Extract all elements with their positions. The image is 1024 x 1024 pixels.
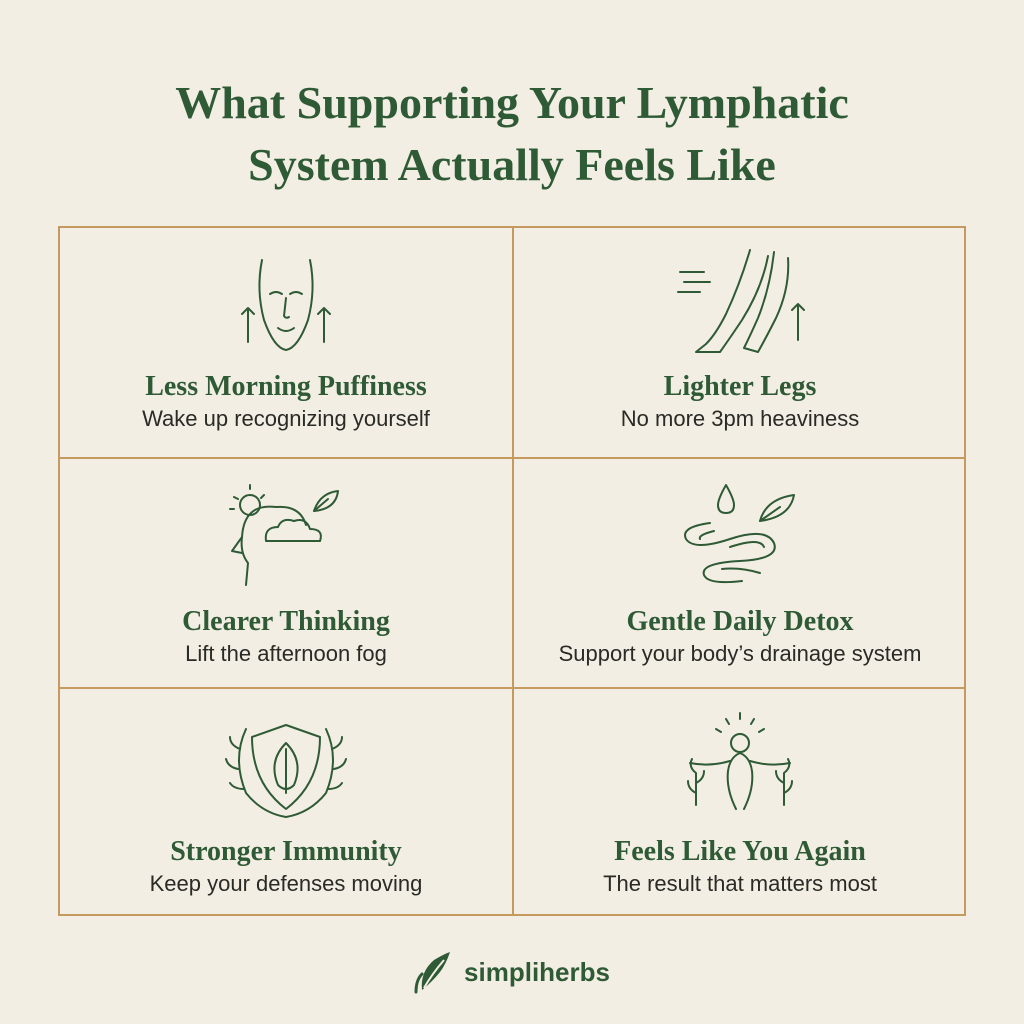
legs-icon — [677, 249, 805, 353]
benefit-subtitle: Lift the afternoon fog — [185, 641, 387, 666]
benefit-title: Less Morning Puffiness — [145, 371, 427, 402]
benefit-title: Stronger Immunity — [170, 836, 402, 867]
brand-footer: simpliherbs — [0, 944, 1024, 1000]
grid-divider-vertical — [512, 228, 514, 914]
grid-divider-horizontal — [60, 457, 964, 459]
flow-drop-icon — [684, 484, 795, 584]
benefit-subtitle: Support your body’s drainage system — [558, 641, 922, 666]
title-line-1: What Supporting Your Lymphatic — [175, 77, 849, 128]
benefits-grid: Less Morning Puffiness Wake up recognizi… — [58, 226, 966, 916]
benefit-card-again: Feels Like You Again The result that mat… — [514, 689, 966, 916]
grid-divider-horizontal — [60, 687, 964, 689]
benefit-card-thinking: Clearer Thinking Lift the afternoon fog — [60, 459, 512, 687]
benefit-subtitle: Wake up recognizing yourself — [142, 406, 430, 431]
benefit-title: Feels Like You Again — [614, 836, 866, 867]
benefit-title: Gentle Daily Detox — [626, 606, 854, 637]
benefit-card-detox: Gentle Daily Detox Support your body’s d… — [514, 459, 966, 687]
brand-name: simpliherbs — [464, 956, 610, 987]
benefit-subtitle: The result that matters most — [603, 871, 877, 896]
page-title: What Supporting Your Lymphatic System Ac… — [0, 72, 1024, 196]
benefit-title: Lighter Legs — [663, 371, 817, 402]
radiant-figure-icon — [687, 712, 793, 810]
benefit-title: Clearer Thinking — [182, 606, 390, 637]
benefit-subtitle: Keep your defenses moving — [149, 871, 423, 896]
benefit-card-puffiness: Less Morning Puffiness Wake up recognizi… — [60, 228, 512, 457]
benefit-card-immunity: Stronger Immunity Keep your defenses mov… — [60, 689, 512, 916]
face-lift-icon — [241, 259, 331, 351]
benefit-subtitle: No more 3pm heaviness — [620, 406, 860, 431]
title-line-2: System Actually Feels Like — [248, 139, 776, 190]
leaf-logo-icon — [414, 952, 451, 994]
benefit-card-legs: Lighter Legs No more 3pm heaviness — [514, 228, 966, 457]
shield-leaf-icon — [225, 724, 347, 818]
clear-mind-icon — [229, 484, 339, 586]
